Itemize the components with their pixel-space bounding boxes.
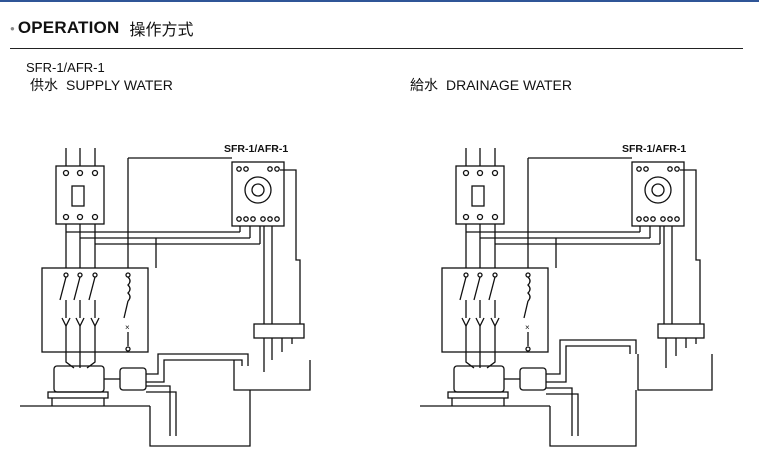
model-label: SFR-1/AFR-1 [26, 60, 105, 75]
caption-drainage-zh: 給水 [410, 78, 438, 94]
section-header: ● OPERATION 操作方式 [10, 16, 193, 40]
top-accent-line [0, 0, 759, 2]
drainage-water-diagram: × [420, 148, 713, 447]
caption-drainage-water: 給水 DRAINAGE WATER [410, 75, 572, 95]
drainage-wiring-diagram: × [420, 148, 713, 447]
section-title-zh: 操作方式 [129, 20, 194, 39]
supply-wiring-diagram: × [20, 148, 311, 447]
controller-label-supply: SFR-1/AFR-1 [224, 143, 289, 155]
supply-water-diagram: × [20, 148, 311, 447]
caption-supply-zh: 供水 [30, 78, 58, 94]
controller-label-drainage: SFR-1/AFR-1 [622, 143, 687, 155]
header-divider [10, 48, 743, 49]
caption-supply-water: 供水 SUPPLY WATER [30, 75, 173, 95]
svg-text:×: × [125, 323, 130, 332]
caption-drainage-en: DRAINAGE WATER [446, 77, 573, 93]
svg-text:×: × [525, 323, 530, 332]
bullet-icon: ● [10, 23, 15, 33]
section-title: OPERATION [17, 18, 120, 37]
caption-supply-en: SUPPLY WATER [66, 77, 173, 93]
